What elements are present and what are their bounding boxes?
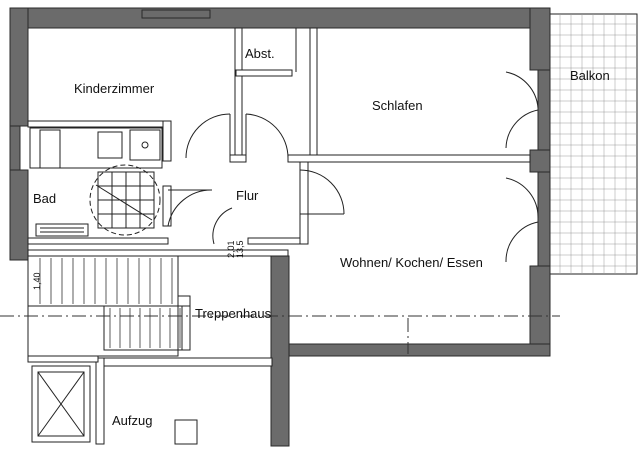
room-label-kinderzimmer: Kinderzimmer [74, 81, 155, 96]
elevator-shaft [31, 365, 91, 443]
room-label-flur: Flur [236, 188, 259, 203]
dimension-label-2: 2,01 [226, 240, 236, 258]
room-label-abst: Abst. [245, 46, 275, 61]
room-label-wohnen: Wohnen/ Kochen/ Essen [340, 255, 483, 270]
dimension-label-3: 13,5 [235, 240, 245, 258]
staircase [27, 255, 191, 357]
room-label-balkon: Balkon [570, 68, 610, 83]
dimension-label-1: 1,40 [32, 272, 42, 290]
room-label-aufzug: Aufzug [112, 413, 152, 428]
balcony-grid [549, 14, 637, 274]
room-label-treppenhaus: Treppenhaus [195, 306, 272, 321]
doors [167, 28, 539, 263]
outer-walls [9, 7, 551, 447]
room-label-schlafen: Schlafen [372, 98, 423, 113]
shower-circle [89, 164, 161, 236]
bathroom-fixtures [29, 127, 163, 237]
stair-treads [39, 258, 181, 348]
room-label-bad: Bad [33, 191, 56, 206]
balcony [548, 13, 638, 275]
